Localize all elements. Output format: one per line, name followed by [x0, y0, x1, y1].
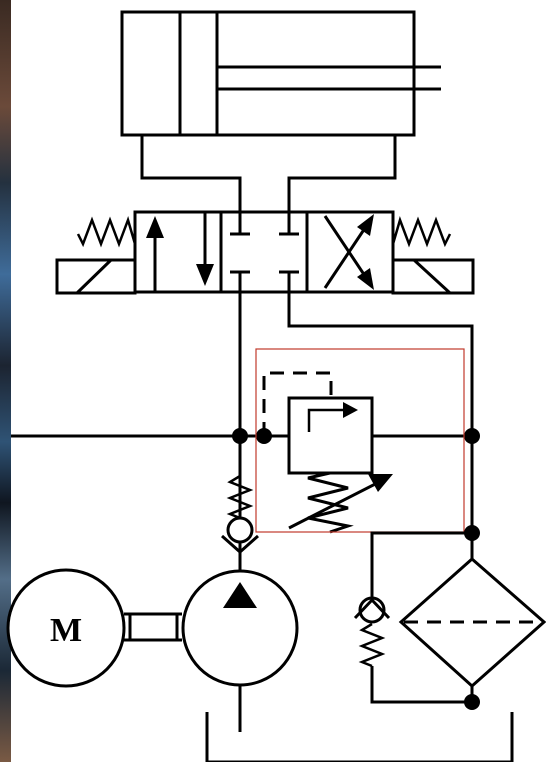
selection-highlight	[255, 348, 465, 533]
left-solenoid	[55, 258, 137, 295]
valve-parallel-arrows	[146, 212, 214, 292]
left-spring	[76, 216, 137, 248]
filter-diamond	[398, 557, 546, 689]
valve-cross-arrows	[323, 214, 374, 290]
electric-motor: M	[6, 568, 126, 688]
pilot-line	[262, 371, 333, 436]
valve-center-closed-ports	[230, 212, 299, 292]
adjust-arrow	[288, 478, 384, 530]
hydraulic-pump	[181, 569, 299, 732]
oil-filter	[398, 557, 546, 689]
right-solenoid	[391, 258, 475, 295]
valve-body	[133, 210, 395, 294]
pump-direction-triangle	[223, 582, 257, 608]
motor-label: M	[50, 612, 82, 649]
directional-control-valve	[55, 210, 475, 295]
reservoir-tank	[205, 712, 514, 762]
filter-bypass-top	[370, 531, 472, 600]
shaft-coupling	[124, 612, 182, 642]
return-line	[287, 292, 474, 705]
background-photo-edge	[0, 0, 11, 762]
relief-spring	[307, 471, 354, 534]
motor-circle	[6, 568, 126, 688]
cylinder-barrel	[120, 10, 416, 137]
hydraulic-cylinder	[120, 10, 441, 137]
check-valve-pump	[221, 474, 259, 555]
cylinder-piston	[178, 10, 219, 137]
pressure-relief-valve	[262, 371, 393, 534]
bypass-check-valve	[353, 596, 472, 704]
right-spring	[391, 216, 452, 248]
cylinder-lines	[140, 135, 397, 224]
